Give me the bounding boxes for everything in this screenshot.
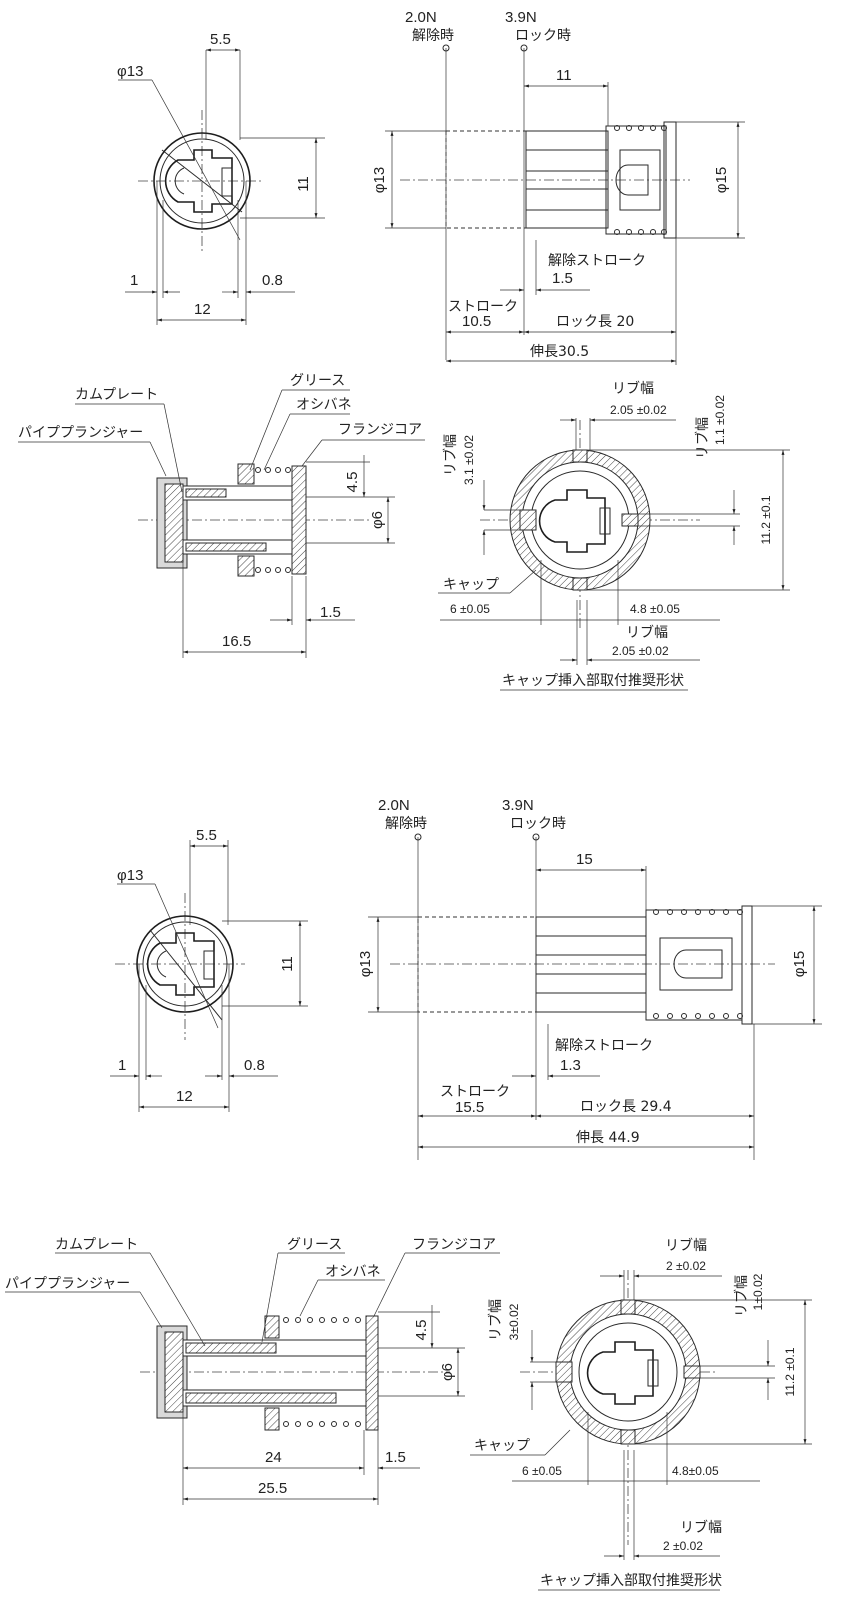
u-side-n-release: 2.0N: [405, 9, 437, 26]
l-front-dim-11: 11: [279, 956, 296, 972]
l-front-dim-1: 1: [118, 1057, 126, 1074]
l-side-ext-len: 伸長 44.9: [576, 1130, 640, 1146]
u-cap-dim-4-8: 4.8 ±0.05: [630, 602, 680, 616]
lower-side-view: 2.0N 解除時 3.9N ロック時 15 φ13 φ15 解除ストローク 1.…: [357, 797, 822, 1160]
u-side-release-stroke-val: 1.5: [552, 270, 573, 287]
u-sec-flange-core: フランジコア: [338, 422, 422, 438]
l-cap-dim-4-8: 4.8±0.05: [672, 1464, 719, 1478]
u-sec-dim-phi6: φ6: [369, 511, 386, 529]
u-side-dim-11: 11: [556, 67, 572, 84]
u-cap-caption: キャップ挿入部取付推奨形状: [502, 673, 684, 689]
l-sec-dim-25-5: 25.5: [258, 1480, 287, 1497]
u-cap-rib-left-val: 3.1 ±0.02: [462, 435, 476, 485]
l-cap-dim-6: 6 ±0.05: [522, 1464, 562, 1478]
l-sec-dim-4-5: 4.5: [413, 1320, 430, 1341]
l-side-lbl-release: 解除時: [385, 816, 427, 832]
u-front-dim-12: 12: [194, 301, 211, 318]
u-cap-dim-11-2: 11.2 ±0.1: [759, 495, 773, 544]
u-cap-rib-bot-val: 2.05 ±0.02: [612, 644, 669, 658]
l-side-dim-phi15: φ15: [791, 951, 808, 977]
lower-front-view: 5.5 φ13 11 1 0.8 12: [110, 827, 308, 1112]
u-front-dim-11: 11: [295, 176, 312, 192]
u-sec-dim-4-5: 4.5: [344, 472, 361, 493]
l-cap-rib-top: リブ幅: [665, 1237, 707, 1254]
l-sec-flange-core: フランジコア: [412, 1237, 496, 1253]
l-cap-rib-left: リブ幅: [487, 1299, 504, 1341]
l-sec-dim-24: 24: [265, 1449, 282, 1466]
l-side-stroke-val: 15.5: [455, 1099, 484, 1116]
l-cap-label: キャップ: [474, 1438, 530, 1454]
upper-front-view: 5.5 φ13 11 1 0.8 12: [117, 31, 325, 325]
l-cap-rib-top-val: 2 ±0.02: [666, 1259, 706, 1273]
l-cap-rib-left-val: 3±0.02: [507, 1303, 521, 1340]
u-cap-rib-right: リブ幅: [694, 417, 711, 459]
u-sec-push-spring: オシバネ: [296, 397, 352, 413]
lower-cap-detail: リブ幅 2 ±0.02 リブ幅 1±0.02 リブ幅 3±0.02 11.2 ±…: [470, 1237, 812, 1591]
lower-section-view: カムプレート パイププランジャー グリース オシバネ フランジコア 4.5 φ6…: [5, 1237, 500, 1505]
l-cap-dim-11-2: 11.2 ±0.1: [783, 1347, 797, 1396]
upper-section-view: カムプレート パイププランジャー グリース オシバネ フランジコア 4.5 φ6…: [18, 373, 425, 658]
upper-cap-detail: リブ幅 2.05 ±0.02 リブ幅 1.1 ±0.02 リブ幅 3.1 ±0.…: [438, 380, 790, 691]
u-side-ext-len: 伸長30.5: [530, 344, 589, 360]
l-sec-cam-plate: カムプレート: [55, 1237, 138, 1253]
u-cap-rib-bot: リブ幅: [626, 624, 668, 641]
l-sec-dim-phi6: φ6: [439, 1363, 456, 1381]
u-front-dim-phi13: φ13: [117, 63, 143, 80]
l-side-release-stroke: 解除ストローク: [555, 1038, 653, 1054]
u-cap-label: キャップ: [443, 577, 499, 593]
l-front-dim-0-8: 0.8: [244, 1057, 265, 1074]
l-sec-pipe-plunger: パイププランジャー: [5, 1276, 130, 1292]
l-cap-caption: キャップ挿入部取付推奨形状: [540, 1573, 722, 1589]
u-front-dim-1: 1: [130, 272, 138, 289]
u-sec-pipe-plunger: パイププランジャー: [18, 425, 143, 441]
u-side-release-stroke: 解除ストローク: [548, 253, 646, 269]
u-side-lbl-release: 解除時: [412, 28, 454, 44]
u-side-stroke-val: 10.5: [462, 313, 491, 330]
l-sec-grease: グリース: [287, 1237, 342, 1253]
l-side-n-release: 2.0N: [378, 797, 410, 814]
l-front-dim-phi13: φ13: [117, 867, 143, 884]
l-sec-push-spring: オシバネ: [325, 1264, 381, 1280]
u-cap-rib-right-val: 1.1 ±0.02: [713, 395, 727, 445]
l-front-dim-12: 12: [176, 1088, 193, 1105]
u-side-dim-phi13: φ13: [371, 167, 388, 193]
u-sec-dim-16-5: 16.5: [222, 633, 251, 650]
u-side-stroke: ストローク: [448, 299, 518, 315]
u-front-dim-0-8: 0.8: [262, 272, 283, 289]
u-sec-grease: グリース: [290, 373, 345, 389]
u-cap-rib-top: リブ幅: [612, 380, 654, 397]
u-sec-cam-plate: カムプレート: [75, 387, 158, 403]
u-side-dim-phi15: φ15: [713, 167, 730, 193]
l-sec-dim-1-5: 1.5: [385, 1449, 406, 1466]
l-side-dim-phi13: φ13: [357, 951, 374, 977]
l-side-stroke: ストローク: [440, 1084, 510, 1100]
u-cap-rib-left: リブ幅: [442, 434, 459, 476]
u-cap-dim-6: 6 ±0.05: [450, 602, 490, 616]
l-cap-rib-right: リブ幅: [733, 1275, 750, 1317]
upper-side-view: 2.0N 解除時 3.9N ロック時 11 φ13 φ15 解除ストローク 1.…: [371, 9, 745, 365]
l-side-lock-len: ロック長 29.4: [580, 1099, 672, 1115]
u-front-dim-5-5: 5.5: [210, 31, 231, 48]
l-side-dim-15: 15: [576, 851, 593, 868]
u-sec-dim-1-5: 1.5: [320, 604, 341, 621]
l-side-lbl-lock: ロック時: [510, 816, 566, 832]
l-cap-rib-bot-val: 2 ±0.02: [663, 1539, 703, 1553]
l-cap-rib-right-val: 1±0.02: [751, 1273, 765, 1310]
u-side-lbl-lock: ロック時: [515, 28, 571, 44]
u-side-lock-len: ロック長 20: [556, 314, 634, 330]
l-side-n-lock: 3.9N: [502, 797, 534, 814]
u-cap-rib-top-val: 2.05 ±0.02: [610, 403, 667, 417]
u-side-n-lock: 3.9N: [505, 9, 537, 26]
l-front-dim-5-5: 5.5: [196, 827, 217, 844]
l-cap-rib-bot: リブ幅: [680, 1519, 722, 1536]
l-side-release-stroke-val: 1.3: [560, 1057, 581, 1074]
